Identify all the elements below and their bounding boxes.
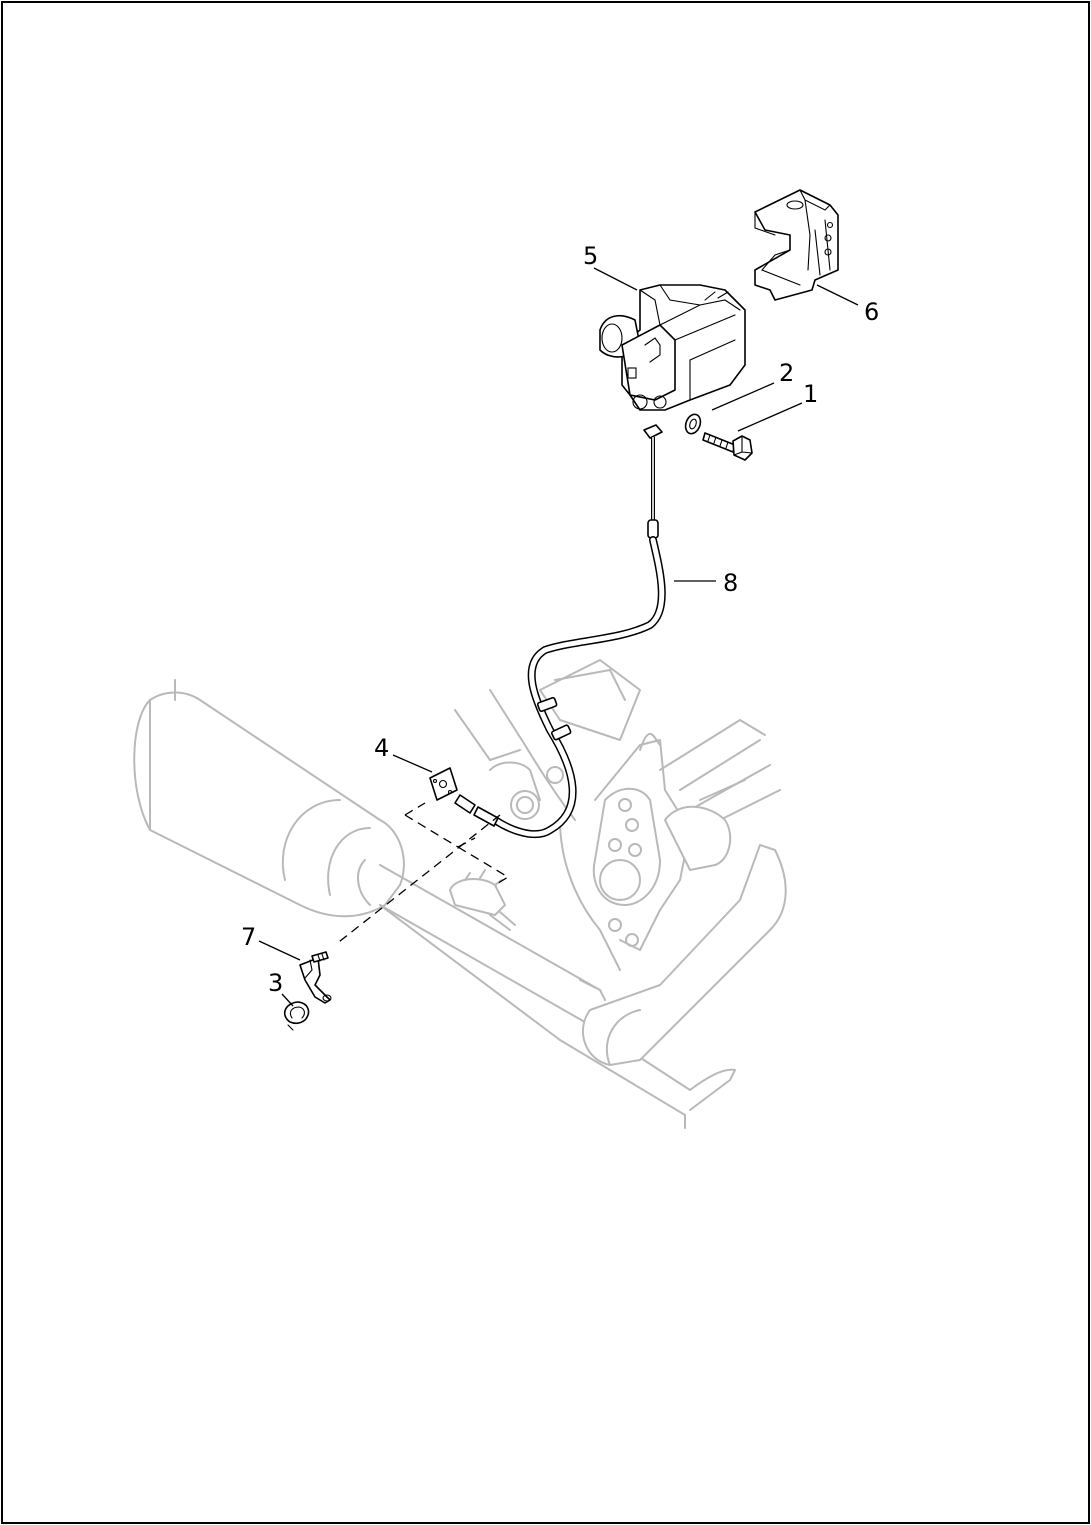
callout-4: 4 (374, 734, 389, 762)
bracket-part-6 (754, 189, 839, 301)
exhaust-pipe-context (379, 844, 787, 1129)
callout-8: 8 (723, 569, 738, 597)
callout-5: 5 (583, 242, 598, 270)
sensor-cable-part-8 (454, 424, 666, 839)
callout-6: 6 (864, 298, 879, 326)
washer-part-2 (684, 413, 702, 435)
clip-part-3 (283, 1001, 310, 1031)
callout-1: 1 (803, 380, 818, 408)
assembly-dash-lines (334, 802, 510, 946)
callout-numbers: 1 2 3 4 5 6 7 8 (241, 242, 879, 997)
abs-module-part-5 (599, 284, 746, 411)
swingarm-context (454, 659, 781, 971)
sensor-plate-part-4 (429, 767, 458, 801)
muffler-context (133, 679, 405, 918)
callout-7: 7 (241, 923, 256, 951)
bolt-part-1 (702, 432, 753, 461)
exhaust-clamp-context (449, 869, 606, 1001)
callout-2: 2 (779, 359, 794, 387)
callout-3: 3 (268, 969, 283, 997)
leader-lines (258, 267, 859, 1007)
sensor-bracket-part-7 (299, 951, 332, 1004)
